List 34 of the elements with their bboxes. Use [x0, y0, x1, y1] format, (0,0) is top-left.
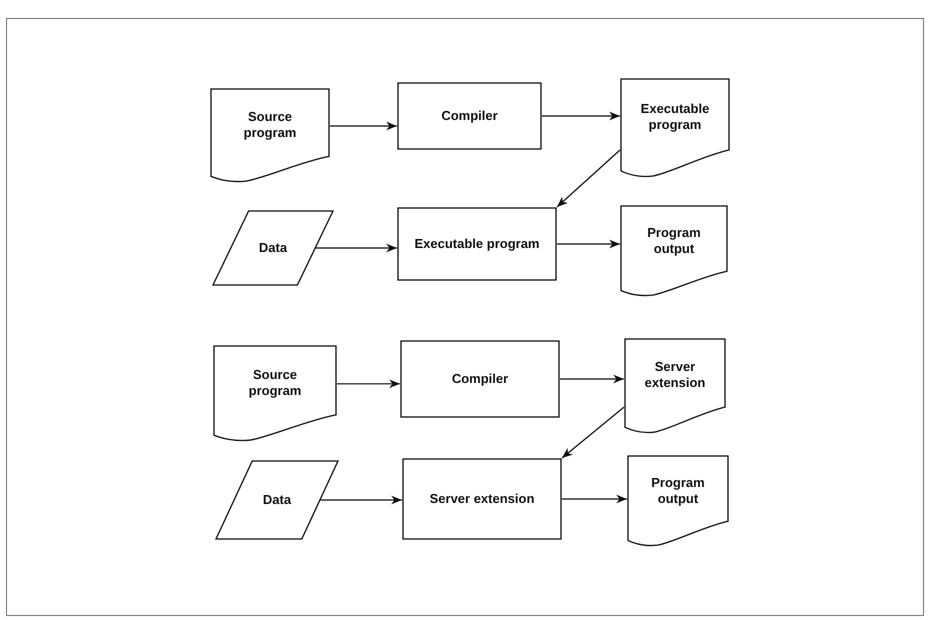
arrow [556, 150, 620, 208]
node-label: Executable program [414, 236, 540, 252]
process-box [397, 82, 542, 150]
arrow [542, 112, 620, 120]
arrow [337, 379, 400, 388]
node-label: Executable program [640, 101, 710, 133]
arrow [330, 122, 397, 130]
node-label: Data [262, 492, 292, 508]
node-label: Server extension [644, 359, 706, 392]
document-shape [627, 455, 729, 547]
node-label: Program output [650, 474, 706, 507]
node-label: Server extension [430, 491, 534, 507]
document-shape [213, 345, 337, 442]
document-shape [624, 338, 726, 434]
process-box [400, 340, 560, 418]
arrow [316, 244, 397, 252]
node-label: Compiler [441, 108, 498, 124]
node-label: Program output [646, 224, 702, 257]
process-box [402, 458, 562, 540]
arrow [560, 374, 624, 384]
arrow [320, 496, 402, 504]
document-shape [620, 205, 728, 297]
node-label: Source program [242, 109, 298, 142]
node-label: Compiler [452, 371, 508, 387]
arrow [562, 494, 627, 504]
data-parallelogram [215, 460, 339, 540]
document-shape [620, 78, 730, 178]
arrow [557, 240, 620, 248]
node-label: Source program [248, 366, 302, 399]
node-label: Data [258, 240, 288, 256]
process-box [397, 207, 557, 281]
document-shape [210, 88, 330, 183]
data-parallelogram [212, 210, 334, 286]
arrow [562, 406, 624, 458]
